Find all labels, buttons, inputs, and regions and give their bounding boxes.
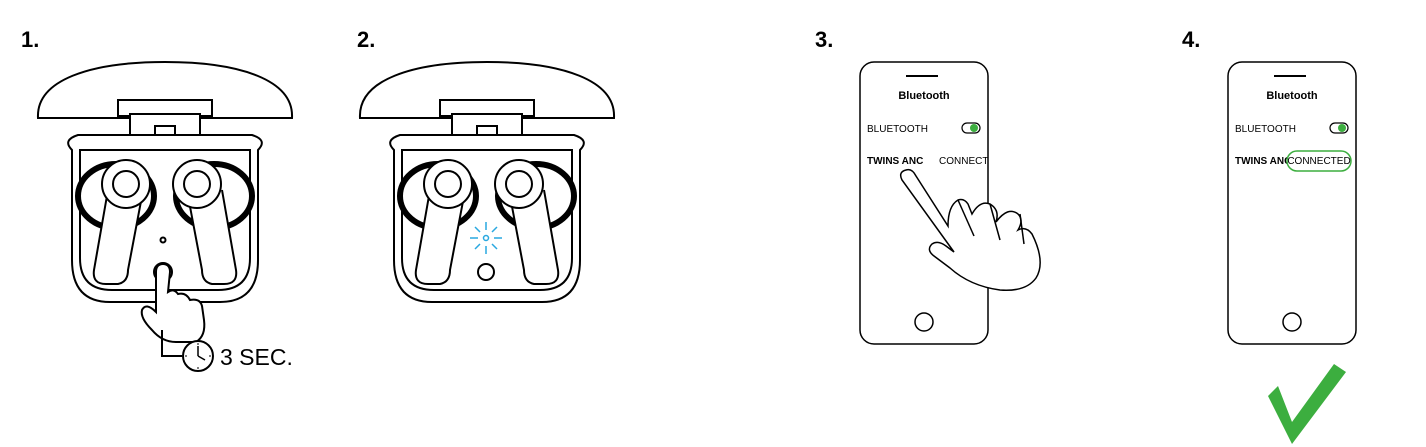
device-label[interactable]: TWINS ANC bbox=[867, 156, 923, 167]
connect-button[interactable]: CONNECT bbox=[939, 156, 988, 167]
step-4-illustration: Bluetooth BLUETOOTH TWINS ANC CONNECTED bbox=[1227, 61, 1357, 444]
connected-status-pill bbox=[1286, 150, 1352, 172]
toggle-on-icon[interactable] bbox=[1329, 122, 1349, 134]
phone-title: Bluetooth bbox=[1266, 90, 1318, 102]
step-4-number: 4. bbox=[1182, 27, 1201, 52]
timer-label: 3 SEC. bbox=[220, 344, 293, 370]
bluetooth-label: BLUETOOTH bbox=[867, 124, 928, 135]
step-1-illustration: 3 SEC. bbox=[36, 60, 294, 372]
device-label: TWINS ANC bbox=[1235, 156, 1291, 167]
clock-icon bbox=[182, 340, 214, 372]
step-3-illustration: Bluetooth BLUETOOTH TWINS ANC CONNECT bbox=[859, 61, 1041, 345]
phone-title: Bluetooth bbox=[898, 90, 950, 102]
finger-press-icon bbox=[140, 262, 206, 343]
step-2-number: 2. bbox=[357, 27, 376, 52]
earbuds-case-icon bbox=[358, 60, 616, 303]
pointing-hand-icon bbox=[899, 168, 1041, 291]
connected-status-label: CONNECTED bbox=[1287, 156, 1350, 167]
step-1-number: 1. bbox=[21, 27, 40, 52]
step-3-number: 3. bbox=[815, 27, 834, 52]
blinking-light-icon bbox=[470, 222, 502, 254]
smartphone-icon bbox=[1227, 61, 1357, 345]
checkmark-icon bbox=[1268, 364, 1346, 444]
toggle-on-icon[interactable] bbox=[961, 122, 981, 134]
bluetooth-label: BLUETOOTH bbox=[1235, 124, 1296, 135]
earbuds-case-icon bbox=[36, 60, 294, 303]
step-2-illustration bbox=[358, 60, 616, 303]
